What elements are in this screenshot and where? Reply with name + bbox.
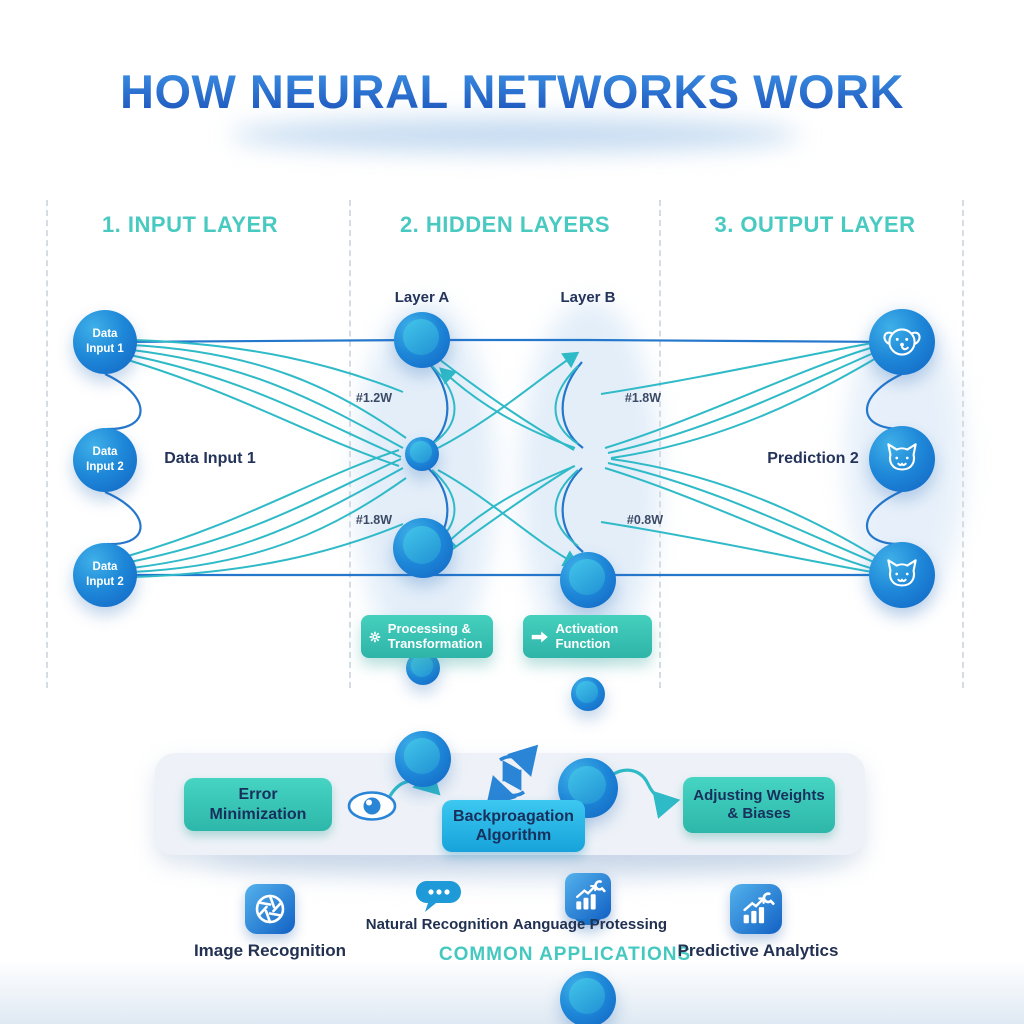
- activation-badge: Activation Function: [523, 615, 652, 658]
- input-node-label: Data Input 2: [86, 561, 124, 588]
- arrow-right-icon: [531, 631, 548, 642]
- dashed-separator: [46, 200, 48, 688]
- weight-label: #1.8W: [355, 513, 393, 527]
- processing-badge: Processing & Transformation: [361, 615, 493, 658]
- output-node-dog: [869, 309, 935, 375]
- hidden-b-node-small-1: [571, 677, 605, 711]
- activation-badge-label: Activation Function: [555, 620, 619, 651]
- weight-label: #0.8W: [626, 513, 664, 527]
- natural-recognition-tile: [415, 878, 464, 925]
- input-node-3: Data Input 2: [73, 543, 137, 607]
- output-fan-links: [600, 342, 879, 573]
- input-fan-links: [127, 339, 407, 578]
- chart-wrench-icon: [743, 892, 775, 924]
- cycle-refresh-icon: [485, 744, 539, 808]
- predictive-analytics-tile: [730, 884, 782, 934]
- dashed-separator: [659, 200, 661, 688]
- input-node-1: Data Input 1: [73, 310, 137, 374]
- image-recognition-tile: [245, 884, 295, 934]
- input-node-label: Data Input 1: [86, 328, 124, 355]
- aperture-icon: [255, 894, 285, 924]
- bottom-fade: [0, 960, 1024, 1024]
- layer-a-label: Layer A: [394, 289, 450, 306]
- output-node-cat-1: [869, 426, 935, 492]
- dashed-separator: [349, 200, 351, 688]
- eye-icon: [347, 791, 397, 821]
- section-header-output: 3. OUTPUT LAYER: [714, 212, 916, 237]
- output-float-label: Prediction 2: [767, 450, 859, 467]
- language-processing-label: Aanguage Protessing: [512, 916, 668, 933]
- input-float-label: Data Input 1: [164, 450, 256, 467]
- section-header-input: 1. INPUT LAYER: [101, 212, 279, 237]
- weight-label: #1.2W: [355, 391, 393, 405]
- natural-recognition-label: Natural Recognition: [365, 916, 509, 933]
- layer-b-label: Layer B: [560, 289, 616, 306]
- cat-face-icon: [887, 559, 917, 587]
- section-header-hidden: 2. HIDDEN LAYERS: [399, 212, 611, 237]
- gear-icon: [369, 631, 381, 642]
- hidden-a-node-3: [395, 731, 451, 787]
- dog-face-icon: [883, 328, 921, 356]
- hidden-cross-links: [431, 351, 580, 567]
- adjust-weights-box: Adjusting Weights & Biases: [683, 777, 835, 833]
- dashed-separator: [962, 200, 964, 688]
- language-processing-tile: [565, 873, 611, 919]
- input-node-2: Data Input 2: [73, 428, 137, 492]
- cat-face-icon: [887, 443, 917, 471]
- hidden-a-node-2: [393, 518, 453, 578]
- hidden-a-node-1: [394, 312, 450, 368]
- weight-label: #1.8W: [624, 391, 662, 405]
- error-minimization-box: Error Minimization: [184, 778, 332, 831]
- chat-bubble-icon: [415, 881, 461, 912]
- hidden-b-node-3: [560, 971, 616, 1024]
- output-node-cat-2: [869, 542, 935, 608]
- processing-badge-label: Processing & Transformation: [387, 620, 483, 651]
- predictive-analytics-label: Predictive Analytics: [677, 941, 839, 960]
- hidden-a-node-small-1: [405, 437, 439, 471]
- common-applications-title: COMMON APPLICATIONS: [438, 944, 692, 965]
- chart-wrench-icon: [576, 880, 606, 910]
- backpropagation-box: Backproagation Algorithm: [442, 800, 585, 852]
- input-node-label: Data Input 2: [86, 446, 124, 473]
- page-title: HOW NEURAL NETWORKS WORK: [0, 64, 1024, 119]
- hidden-b-node-1: [560, 552, 616, 608]
- image-recognition-label: Image Recognition: [193, 941, 347, 960]
